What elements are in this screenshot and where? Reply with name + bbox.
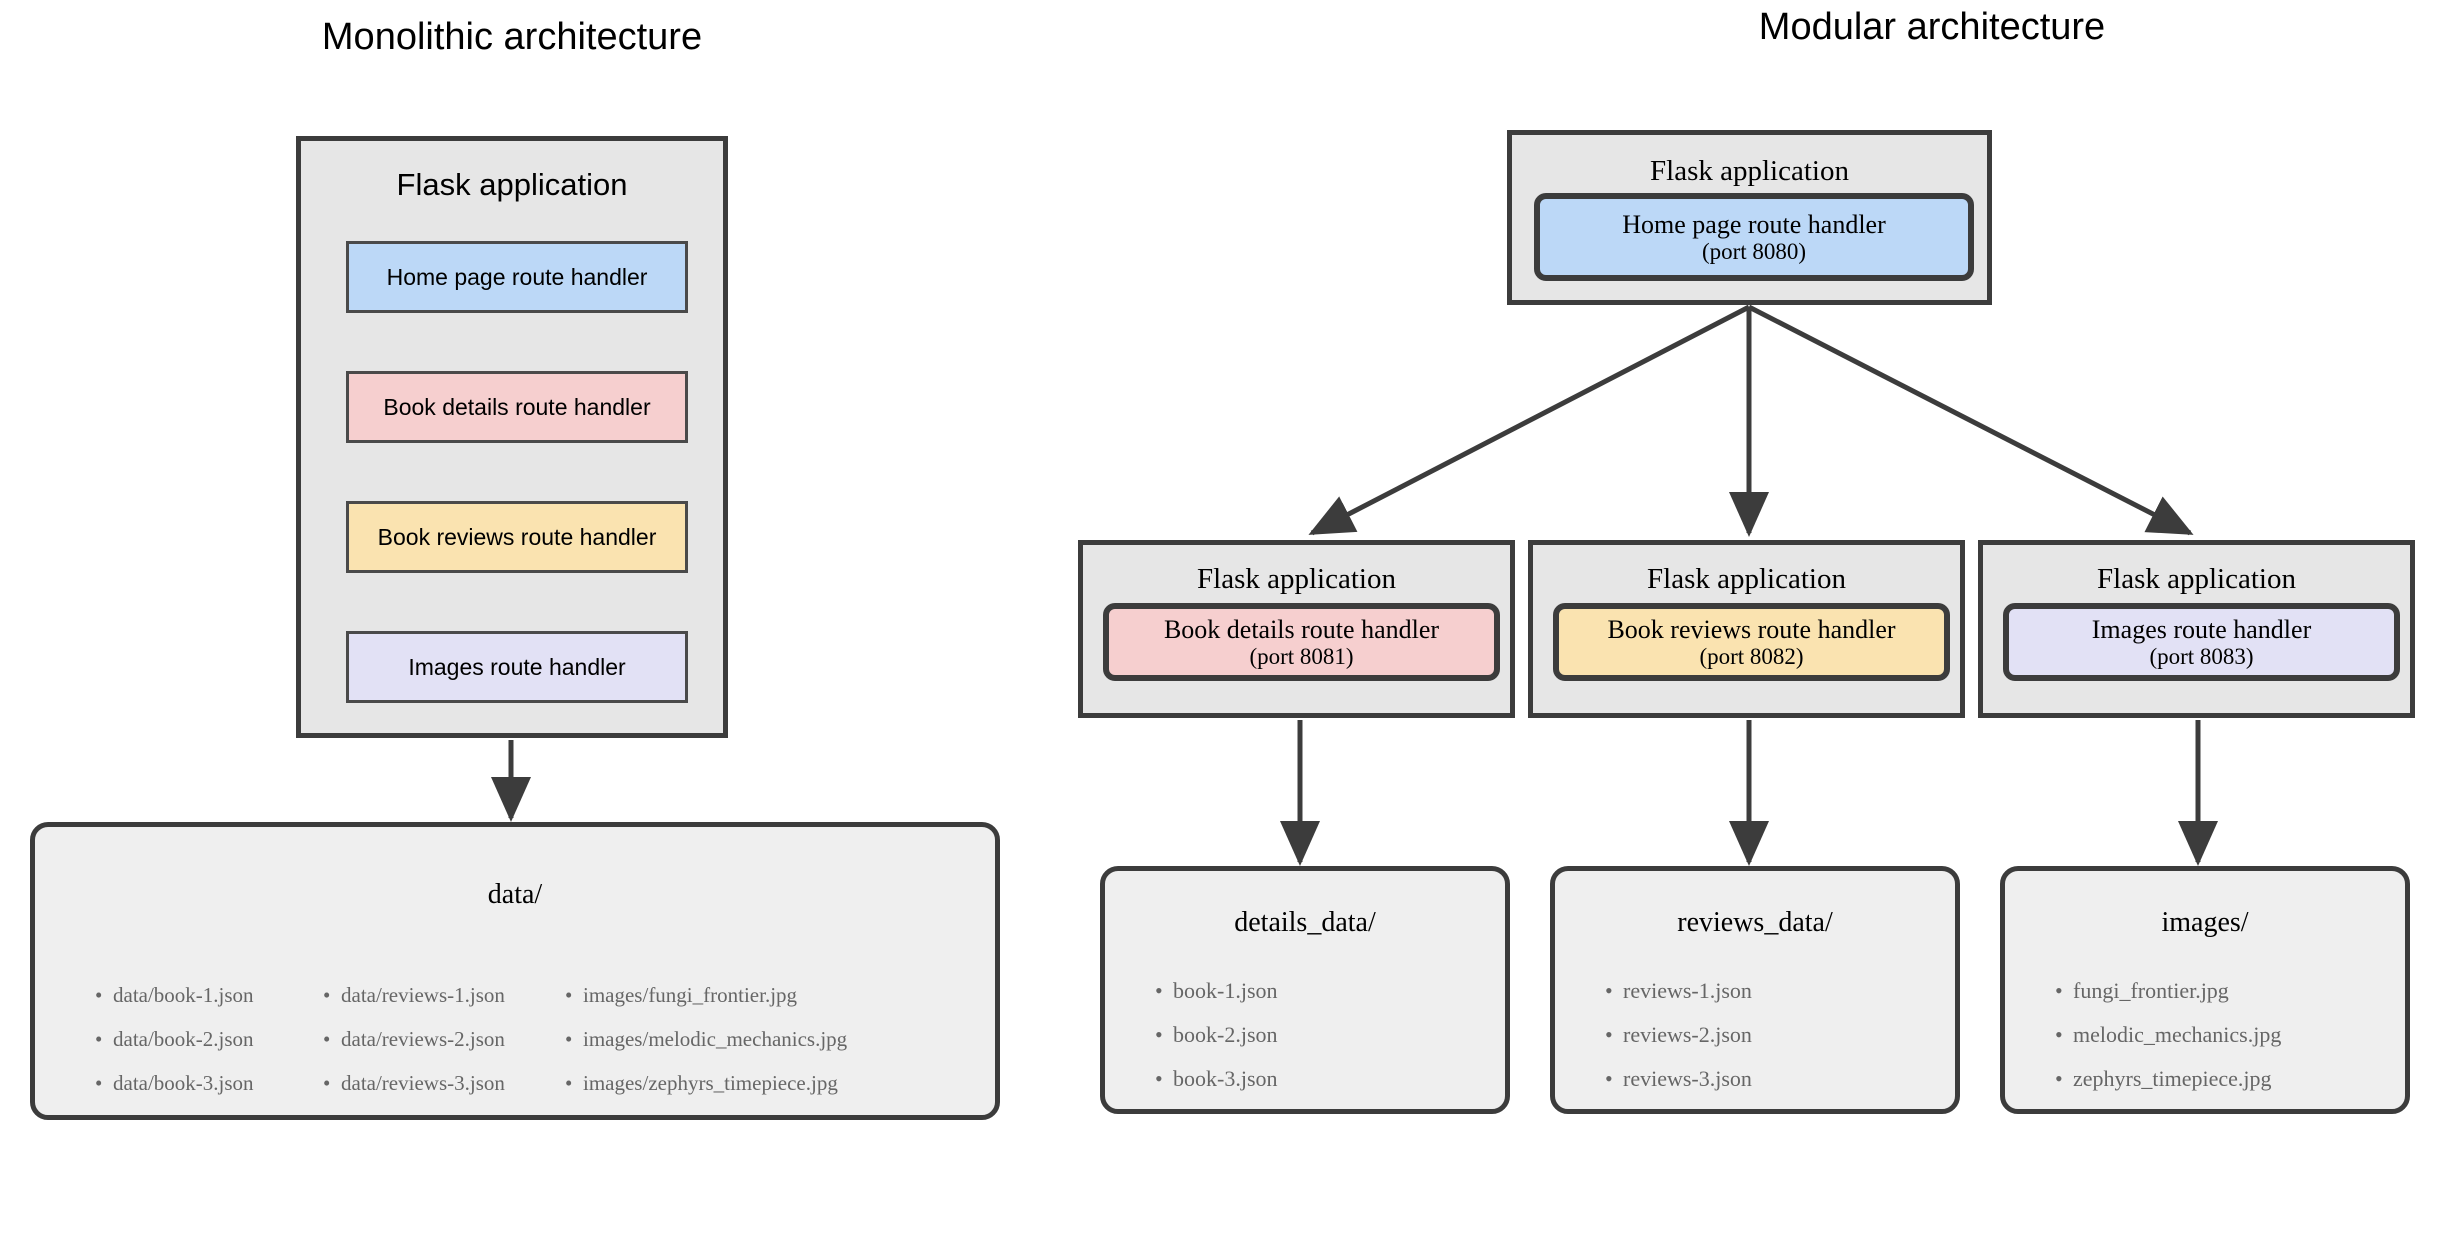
handler-images[interactable]: Images route handler (port 8083) (2003, 603, 2400, 681)
modular-root-flask-application[interactable]: Flask application Home page route handle… (1507, 130, 1992, 305)
list-item: images/fungi_frontier.jpg (563, 973, 847, 1017)
list-item: data/book-2.json (93, 1017, 254, 1061)
handler-label: Book reviews route handler (377, 523, 657, 550)
details-data-store[interactable]: details_data/ book-1.json book-2.json bo… (1100, 866, 1510, 1114)
store-title-details-data: details_data/ (1234, 907, 1376, 938)
list-item: reviews-1.json (1603, 969, 1752, 1013)
list-item: data/reviews-3.json (321, 1061, 505, 1105)
handler-book-reviews[interactable]: Book reviews route handler (port 8082) (1553, 603, 1950, 681)
handler-port: (port 8080) (1701, 238, 1807, 264)
store-title-images: images/ (2161, 907, 2249, 938)
list-item: images/zephyrs_timepiece.jpg (563, 1061, 847, 1105)
modular-flask-application-reviews[interactable]: Flask application Book reviews route han… (1528, 540, 1965, 718)
list-item: data/book-3.json (93, 1061, 254, 1105)
data-file-column: data/reviews-1.json data/reviews-2.json … (321, 973, 505, 1105)
handler-book-reviews[interactable]: Book reviews route handler (346, 501, 688, 573)
list-item: images/melodic_mechanics.jpg (563, 1017, 847, 1061)
handler-label: Book details route handler (383, 393, 651, 420)
modular-flask-application-details[interactable]: Flask application Book details route han… (1078, 540, 1515, 718)
modular-app-title: Flask application (2097, 563, 2296, 595)
monolithic-flask-application[interactable]: Flask application Home page route handle… (296, 136, 728, 738)
list-item: data/reviews-1.json (321, 973, 505, 1017)
list-item: book-2.json (1153, 1013, 1278, 1057)
monolithic-data-store[interactable]: data/ data/book-1.json data/book-2.json … (30, 822, 1000, 1120)
list-item: book-3.json (1153, 1057, 1278, 1101)
monolithic-app-title: Flask application (396, 167, 628, 202)
store-title-data: data/ (487, 879, 543, 910)
handler-label: Book details route handler (1163, 614, 1440, 644)
modular-app-title: Flask application (1197, 563, 1396, 595)
list-item: melodic_mechanics.jpg (2053, 1013, 2281, 1057)
list-item: data/book-1.json (93, 973, 254, 1017)
modular-flask-application-images[interactable]: Flask application Images route handler (… (1978, 540, 2415, 718)
modular-root-app-title: Flask application (1650, 155, 1849, 187)
reviews-data-store[interactable]: reviews_data/ reviews-1.json reviews-2.j… (1550, 866, 1960, 1114)
data-file-column: images/fungi_frontier.jpg images/melodic… (563, 973, 847, 1105)
handler-images[interactable]: Images route handler (346, 631, 688, 703)
handler-home-page[interactable]: Home page route handler (346, 241, 688, 313)
arrow-root-to-details (1308, 304, 1751, 536)
handler-book-details[interactable]: Book details route handler (346, 371, 688, 443)
handler-port: (port 8083) (2149, 643, 2254, 669)
handler-label: Home page route handler (1622, 209, 1886, 239)
data-file-column: fungi_frontier.jpg melodic_mechanics.jpg… (2053, 969, 2281, 1101)
handler-port: (port 8082) (1699, 643, 1804, 669)
images-store[interactable]: images/ fungi_frontier.jpg melodic_mecha… (2000, 866, 2410, 1114)
handler-label: Home page route handler (386, 263, 648, 290)
list-item: zephyrs_timepiece.jpg (2053, 1057, 2281, 1101)
handler-label: Book reviews route handler (1607, 614, 1896, 644)
data-file-column: data/book-1.json data/book-2.json data/b… (93, 973, 254, 1105)
panel-title-monolithic: Monolithic architecture (321, 16, 703, 58)
modular-app-title: Flask application (1647, 563, 1846, 595)
handler-label: Images route handler (2091, 614, 2312, 644)
data-file-column: reviews-1.json reviews-2.json reviews-3.… (1603, 969, 1752, 1101)
data-file-column: book-1.json book-2.json book-3.json (1153, 969, 1278, 1101)
handler-book-details[interactable]: Book details route handler (port 8081) (1103, 603, 1500, 681)
list-item: book-1.json (1153, 969, 1278, 1013)
list-item: data/reviews-2.json (321, 1017, 505, 1061)
handler-label: Images route handler (408, 653, 626, 680)
arrow-root-to-images (1747, 304, 2194, 536)
store-title-reviews-data: reviews_data/ (1677, 907, 1833, 938)
handler-home-page[interactable]: Home page route handler (port 8080) (1534, 193, 1974, 281)
handler-port: (port 8081) (1249, 643, 1354, 669)
list-item: reviews-3.json (1603, 1057, 1752, 1101)
list-item: fungi_frontier.jpg (2053, 969, 2281, 1013)
panel-title-modular: Modular architecture (1758, 6, 2106, 48)
list-item: reviews-2.json (1603, 1013, 1752, 1057)
